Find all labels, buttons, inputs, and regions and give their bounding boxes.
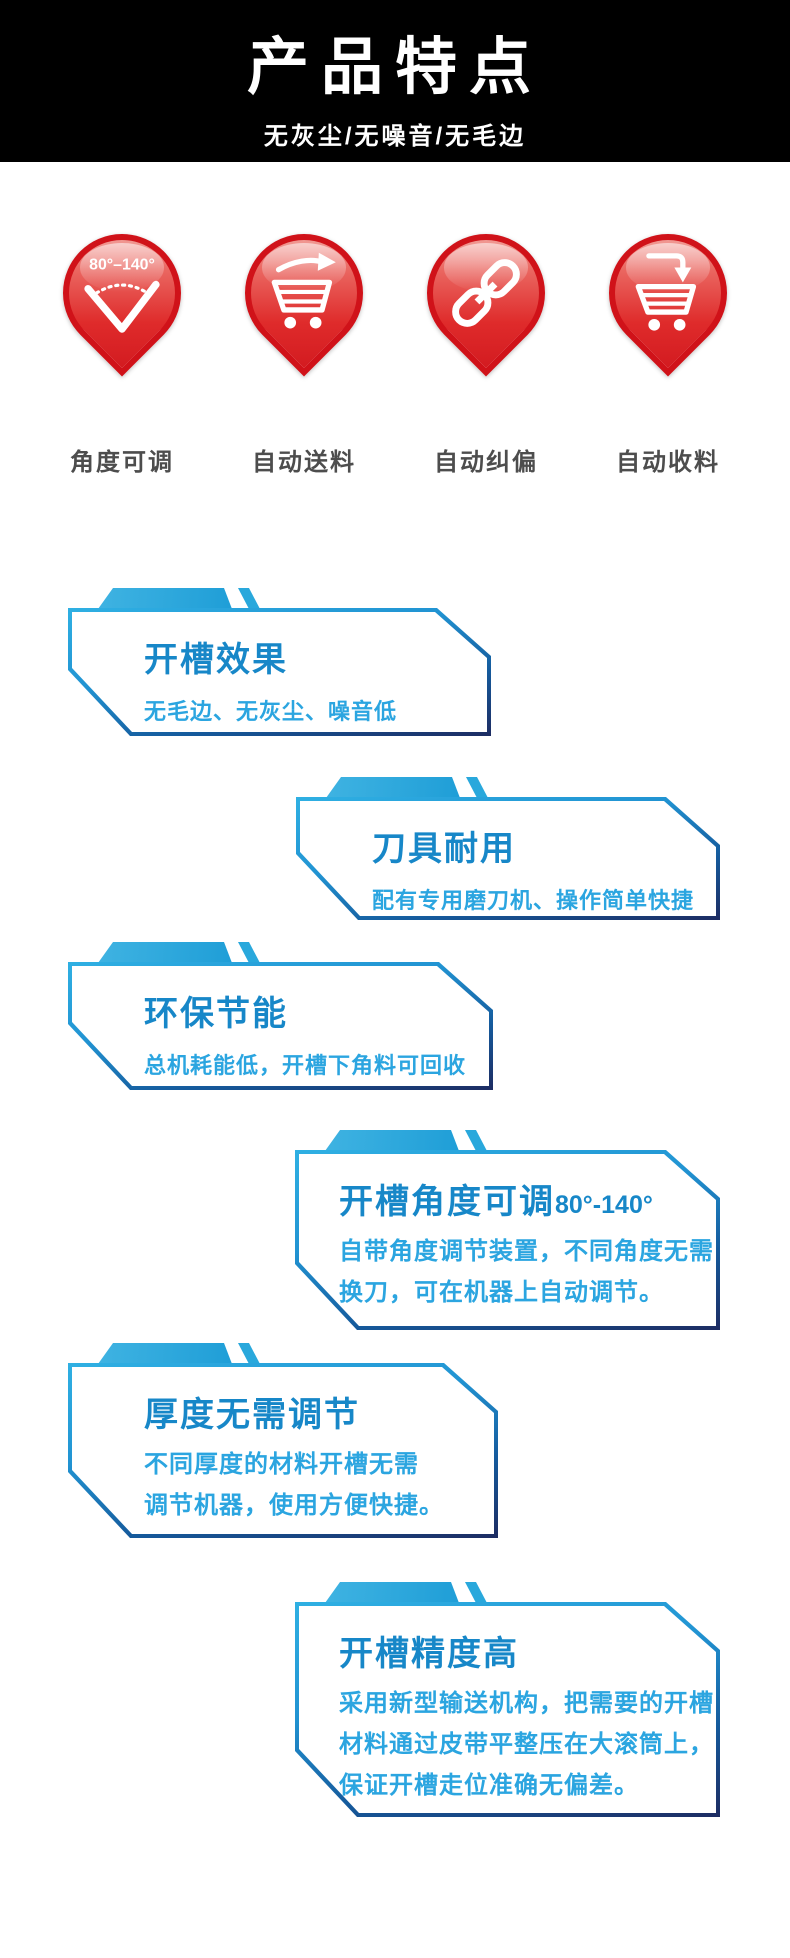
card-description-line: 不同厚度的材料开槽无需 bbox=[144, 1451, 419, 1478]
feature-auto-collecting: 自动收料 bbox=[584, 208, 752, 477]
svg-text:80°–140°: 80°–140° bbox=[89, 257, 155, 274]
card-title: 环保节能 bbox=[144, 995, 288, 1033]
page-header: 产品特点 无灰尘/无噪音/无毛边 bbox=[0, 0, 790, 162]
feature-pin-row: 80°–140° 角度可调 bbox=[0, 208, 790, 477]
card-angle-adjustable: 开槽角度可调80°-140° 自带角度调节装置，不同角度无需 换刀，可在机器上自… bbox=[295, 1130, 720, 1330]
feature-auto-correction: 自动纠偏 bbox=[402, 208, 570, 477]
card-title: 开槽精度高 bbox=[339, 1635, 519, 1673]
page-subtitle: 无灰尘/无噪音/无毛边 bbox=[263, 123, 527, 150]
card-description: 不同厚度的材料开槽无需 调节机器，使用方便快捷。 bbox=[144, 1444, 490, 1526]
red-pin-shape bbox=[402, 209, 570, 377]
card-description-line: 采用新型输送机构，把需要的开槽 bbox=[339, 1690, 714, 1717]
card-description: 无毛边、无灰尘、噪音低 bbox=[144, 699, 398, 724]
card-tab-decoration bbox=[325, 1130, 491, 1151]
card-high-precision: 开槽精度高 采用新型输送机构，把需要的开槽 材料通过皮带平整压在大滚筒上， 保证… bbox=[295, 1582, 720, 1817]
feature-label: 角度可调 bbox=[70, 449, 174, 476]
card-background bbox=[300, 801, 716, 916]
card-tab-decoration bbox=[98, 942, 264, 963]
red-pin-shape bbox=[220, 209, 388, 377]
card-eco-energy: 环保节能 总机耗能低，开槽下角料可回收 bbox=[68, 942, 493, 1090]
card-description: 配有专用磨刀机、操作简单快捷 bbox=[372, 888, 695, 913]
card-background bbox=[299, 1154, 716, 1326]
card-title: 厚度无需调节 bbox=[144, 1396, 360, 1434]
card-background bbox=[299, 1606, 716, 1813]
card-tab-decoration bbox=[325, 1582, 491, 1603]
card-no-thickness-adjust: 厚度无需调节 不同厚度的材料开槽无需 调节机器，使用方便快捷。 bbox=[68, 1343, 498, 1538]
card-description-line: 换刀，可在机器上自动调节。 bbox=[339, 1279, 664, 1306]
card-background bbox=[72, 612, 487, 732]
card-tab-decoration bbox=[326, 777, 492, 798]
feature-label: 自动纠偏 bbox=[434, 449, 538, 476]
card-title: 开槽角度可调80°-140° bbox=[339, 1183, 653, 1221]
card-durable-tools: 刀具耐用 配有专用磨刀机、操作简单快捷 bbox=[296, 777, 720, 920]
pin-marker bbox=[220, 208, 388, 432]
cart-collect-icon bbox=[635, 253, 697, 331]
feature-label: 自动送料 bbox=[252, 449, 356, 476]
card-description: 采用新型输送机构，把需要的开槽 材料通过皮带平整压在大滚筒上， 保证开槽走位准确… bbox=[339, 1683, 714, 1806]
card-title-suffix: 80°-140° bbox=[555, 1191, 653, 1219]
cart-feed-icon bbox=[271, 252, 336, 329]
chain-link-icon bbox=[452, 259, 520, 327]
pin-marker: 80°–140° bbox=[38, 208, 206, 432]
card-description: 自带角度调节装置，不同角度无需 换刀，可在机器上自动调节。 bbox=[339, 1231, 714, 1313]
feature-angle-adjustable: 80°–140° 角度可调 bbox=[38, 208, 206, 477]
card-description: 总机耗能低，开槽下角料可回收 bbox=[144, 1053, 467, 1078]
feature-auto-feeding: 自动送料 bbox=[220, 208, 388, 477]
red-pin-shape: 80°–140° bbox=[38, 209, 206, 377]
card-tab-decoration bbox=[98, 1343, 264, 1364]
angle-range-icon: 80°–140° bbox=[84, 257, 160, 333]
card-title: 刀具耐用 bbox=[372, 830, 516, 868]
card-description-line: 自带角度调节装置，不同角度无需 bbox=[339, 1238, 714, 1265]
card-tab-decoration bbox=[98, 588, 264, 609]
pin-marker bbox=[402, 208, 570, 432]
card-description-line: 调节机器，使用方便快捷。 bbox=[144, 1492, 444, 1519]
card-title: 开槽效果 bbox=[144, 641, 288, 679]
card-grooving-effect: 开槽效果 无毛边、无灰尘、噪音低 bbox=[68, 588, 491, 736]
pin-marker bbox=[584, 208, 752, 432]
card-background bbox=[72, 966, 489, 1086]
card-description-line: 保证开槽走位准确无偏差。 bbox=[339, 1772, 639, 1799]
page-title: 产品特点 bbox=[246, 33, 543, 102]
card-description-line: 材料通过皮带平整压在大滚筒上， bbox=[339, 1731, 714, 1758]
feature-label: 自动收料 bbox=[616, 449, 720, 476]
red-pin-shape bbox=[584, 209, 752, 377]
card-background bbox=[72, 1367, 494, 1534]
